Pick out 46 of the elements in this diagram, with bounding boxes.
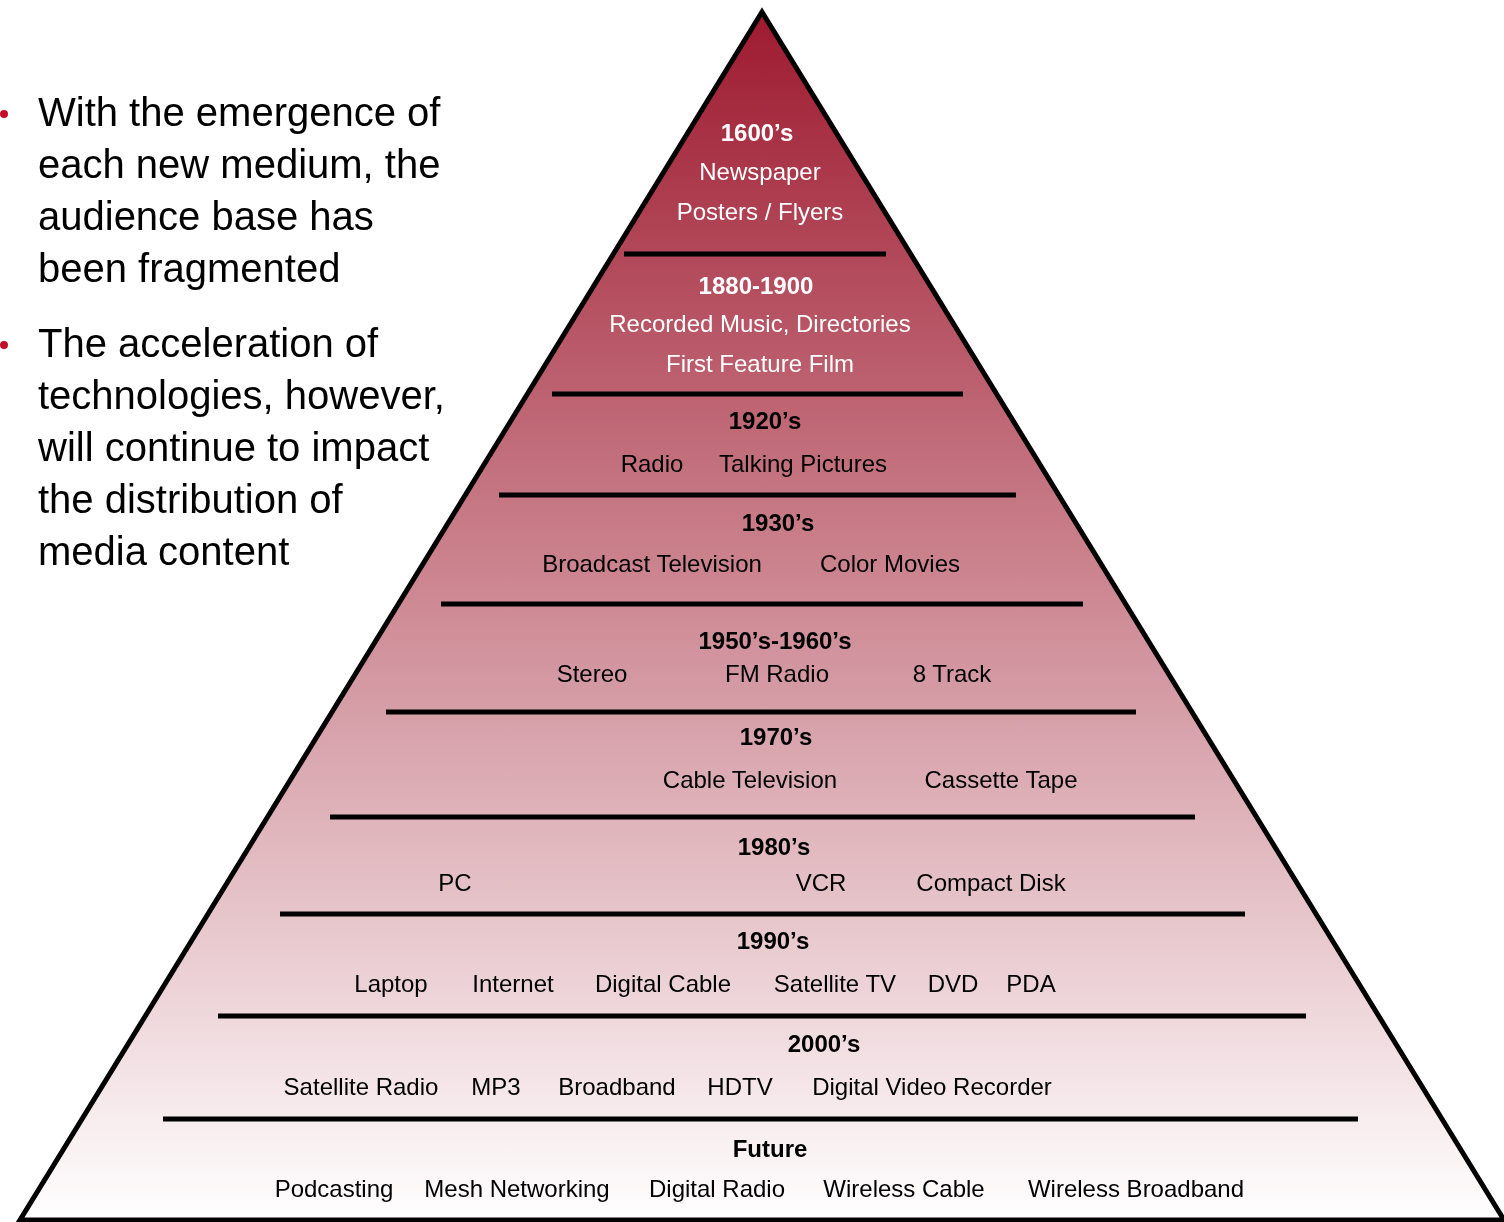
medium-label: Broadband [558,1073,676,1101]
medium-label: Podcasting [274,1175,394,1203]
era-heading: 2000’s [787,1030,861,1058]
medium-label: FM Radio [724,660,829,688]
medium-label: Newspaper [699,158,821,186]
medium-label: Broadcast Television [542,550,762,578]
medium-label: Cassette Tape [924,766,1078,794]
medium-label: PC [438,869,472,897]
medium-label: Color Movies [819,550,960,578]
pyramid-tier [82,1016,1442,1119]
medium-label: Talking Pictures [718,450,887,478]
era-heading: 1990’s [736,927,810,955]
medium-label: Compact Disk [916,869,1066,897]
medium-label: Stereo [556,660,628,688]
era-heading: 1970’s [739,723,813,751]
medium-label: Digital Video Recorder [812,1073,1052,1101]
pyramid-tier [332,604,1192,712]
medium-label: Satellite Radio [283,1073,439,1101]
medium-label: 8 Track [912,660,992,688]
medium-label: Radio [620,450,684,478]
medium-label: Recorded Music, Directories [609,310,911,338]
medium-label: Wireless Cable [823,1175,985,1203]
medium-label: MP3 [471,1073,521,1101]
medium-label: Satellite TV [773,970,897,998]
medium-label: Digital Radio [648,1175,786,1203]
medium-label: Cable Television [662,766,838,794]
medium-label: Internet [472,970,554,998]
era-heading: 1880-1900 [698,272,814,300]
medium-label: HDTV [707,1073,773,1101]
era-heading: Future [732,1135,808,1163]
medium-label: First Feature Film [666,350,854,378]
bullet-text: The acceleration of technologies, however, will continue to impact the distribution of media content [38,320,446,575]
era-heading: 1950’s-1960’s [698,627,852,655]
bullet-text: With the emergence of each new medium, the audience base has been fragmented [38,89,442,292]
era-heading: 1930’s [741,509,815,537]
medium-label: Laptop [354,970,428,998]
medium-label: PDA [1006,970,1056,998]
medium-label: Wireless Broadband [1027,1175,1245,1203]
era-heading: 1920’s [728,407,802,435]
era-heading: 1600’s [720,119,794,147]
era-heading: 1980’s [737,833,811,861]
medium-label: Posters / Flyers [676,198,844,226]
medium-label: Digital Cable [594,970,731,998]
medium-label: VCR [795,869,847,897]
medium-label: Mesh Networking [424,1175,610,1203]
medium-label: DVD [927,970,979,998]
